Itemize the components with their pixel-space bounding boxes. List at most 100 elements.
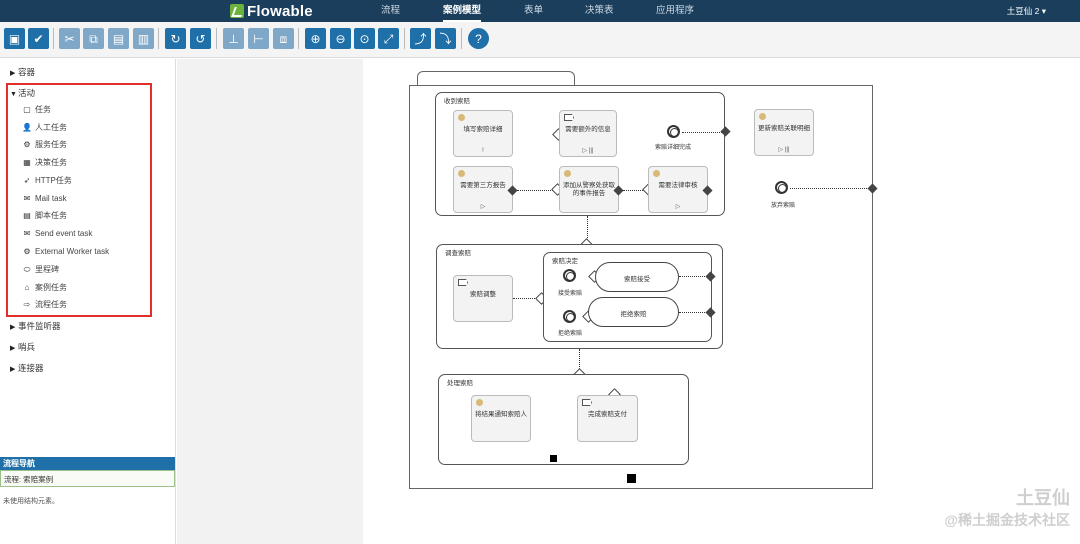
align-horizontal-button[interactable]: ⊥ [223, 28, 244, 49]
nav-process[interactable]: 流程 [381, 5, 401, 16]
task-update-related[interactable]: 更新索赔关联明细 ▷ ||| [754, 109, 814, 156]
play-marker: ▷ ||| [582, 148, 594, 154]
redo-button[interactable]: ↻ [165, 28, 186, 49]
palette-item-milestone[interactable]: ⬭里程碑 [22, 263, 59, 277]
user-icon: 👤 [22, 123, 32, 132]
chevron-right-icon: ▶ [10, 366, 16, 373]
milestone-event[interactable] [667, 125, 680, 138]
manual-marker: ! [482, 148, 484, 154]
palette-group-sentry[interactable]: ▶哨兵 [10, 340, 35, 354]
flowable-logo[interactable]: Flowable [230, 2, 313, 20]
palette-item-send-event-task[interactable]: ✉Send event task [22, 227, 93, 241]
stage-exit-marker [550, 455, 557, 462]
stage-label: 调查索赔 [445, 250, 471, 257]
play-marker: ▷ ||| [778, 147, 790, 153]
help-icon: ? [475, 31, 482, 46]
nav-decision-tables[interactable]: 决策表 [585, 5, 614, 16]
nav-apps[interactable]: 应用程序 [656, 5, 695, 16]
editor-toolbar: ▣ ✔ ✂ ⧉ ▤ ▥ ↻ ↺ ⊥ ⊢ ⧈ ⊕ ⊖ ⊙ ⤢ ⤴ ⤵ ? [0, 22, 1080, 58]
palette-item-decision-task[interactable]: ▦决策任务 [22, 156, 67, 170]
process-icon: ⇨ [23, 300, 31, 309]
zoom-out-button[interactable]: ⊖ [330, 28, 351, 49]
task-fill-details[interactable]: 填写索赔详细 ! [453, 110, 513, 157]
shape-palette: ▶容器 ▼活动 ▢任务 👤人工任务 ⚙服务任务 ▦决策任务 ➶HTTP任务 ✉M… [0, 59, 176, 457]
task-more-info[interactable]: 需要额外的信息 ▷ ||| [559, 110, 617, 157]
align-vertical-icon: ⊢ [253, 31, 264, 46]
palette-group-event-listener[interactable]: ▶事件监听器 [10, 319, 61, 333]
cut-button[interactable]: ✂ [59, 28, 80, 49]
zoom-fit-icon: ⤢ [383, 31, 394, 46]
palette-item-process-task[interactable]: ⇨流程任务 [22, 298, 67, 312]
connector-line [517, 190, 557, 191]
connector-line [513, 298, 537, 299]
task-approve[interactable]: 索赔接受 [595, 262, 679, 292]
save-button[interactable]: ▣ [4, 28, 25, 49]
palette-item-script-task[interactable]: ▤脚本任务 [22, 209, 67, 223]
connector-line [682, 132, 722, 133]
help-button[interactable]: ? [468, 28, 489, 49]
gear-icon: ⚙ [23, 247, 31, 256]
task-reject[interactable]: 拒绝索赔 [588, 297, 679, 327]
copy-button[interactable]: ⧉ [83, 28, 104, 49]
abandon-event[interactable] [775, 181, 788, 194]
same-size-button[interactable]: ⧈ [273, 28, 294, 49]
palette-item-case-task[interactable]: ⌂案例任务 [22, 281, 67, 295]
task-police-report[interactable]: 添加从警察处获取的事件报告 [559, 166, 619, 213]
accept-event[interactable] [563, 269, 576, 282]
palette-item-human-task[interactable]: 👤人工任务 [22, 121, 67, 135]
event-icon [458, 279, 468, 286]
navigator-flow-item[interactable]: 流程: 索赔案例 [0, 470, 175, 487]
milestone-icon: ⬭ [23, 265, 31, 274]
chevron-down-icon: ▼ [10, 91, 17, 98]
task-notify-claimant[interactable]: 将结果通知索赔人 [471, 395, 531, 442]
palette-group-container[interactable]: ▶容器 [10, 65, 35, 79]
cut-icon: ✂ [64, 31, 75, 46]
stage-label: 收到索赔 [444, 98, 470, 105]
palette-item-http-task[interactable]: ➶HTTP任务 [22, 174, 72, 188]
task-adjust[interactable]: 索赔调整 [453, 275, 513, 322]
zoom-fit-button[interactable]: ⤢ [378, 28, 399, 49]
validate-button[interactable]: ✔ [28, 28, 49, 49]
zoom-actual-button[interactable]: ⊙ [354, 28, 375, 49]
chevron-right-icon: ▶ [10, 324, 16, 331]
toolbar-divider [404, 28, 405, 49]
task-legal-review[interactable]: 需要法律审核 ▷ [648, 166, 708, 213]
table-icon: ▦ [23, 158, 31, 167]
palette-item-task[interactable]: ▢任务 [22, 103, 51, 117]
delete-icon: ▥ [137, 31, 150, 46]
paste-button[interactable]: ▤ [108, 28, 129, 49]
task-third-party[interactable]: 需要第三方报告 ▷ [453, 166, 513, 213]
chevron-right-icon: ▶ [10, 70, 16, 77]
play-marker: ▷ [480, 204, 486, 210]
gear-icon: ⚙ [23, 140, 31, 149]
palette-item-mail-task[interactable]: ✉Mail task [22, 192, 67, 206]
diagram-canvas[interactable]: 收到索赔 填写索赔详细 ! 需要额外的信息 ▷ ||| 索赔详细完成 需要第三方… [177, 59, 1080, 544]
zoom-in-button[interactable]: ⊕ [305, 28, 326, 49]
palette-item-service-task[interactable]: ⚙服务任务 [22, 138, 67, 152]
top-navbar: Flowable 流程 案例模型 表单 决策表 应用程序 土豆仙 2 ▾ [0, 0, 1080, 22]
plan-exit-marker [627, 474, 636, 483]
toolbar-divider [158, 28, 159, 49]
toolbar-divider [298, 28, 299, 49]
palette-group-connector[interactable]: ▶连接器 [10, 361, 44, 375]
nav-forms[interactable]: 表单 [524, 5, 544, 16]
user-menu[interactable]: 土豆仙 2 ▾ [1006, 6, 1046, 16]
user-icon [653, 170, 660, 177]
copy-icon: ⧉ [89, 31, 98, 46]
decline-event[interactable] [563, 310, 576, 323]
task-complete-payment[interactable]: 完成索赔支付 [577, 395, 638, 442]
nav-case-model[interactable]: 案例模型 [443, 0, 482, 22]
delete-button[interactable]: ▥ [133, 28, 154, 49]
toolbar-divider [461, 28, 462, 49]
bendpoint-add-button[interactable]: ⤴ [410, 28, 431, 49]
palette-group-activity[interactable]: ▼活动 [10, 86, 35, 100]
event-label: 接受索赔 [558, 291, 583, 297]
chevron-right-icon: ▶ [10, 345, 16, 352]
script-icon: ▤ [23, 211, 31, 220]
bendpoint-remove-button[interactable]: ⤵ [435, 28, 456, 49]
zoom-actual-icon: ⊙ [359, 31, 370, 46]
plan-model-tab[interactable] [417, 71, 575, 85]
palette-item-external-worker-task[interactable]: ⚙External Worker task [22, 245, 109, 259]
undo-button[interactable]: ↺ [190, 28, 211, 49]
align-vertical-button[interactable]: ⊢ [248, 28, 269, 49]
